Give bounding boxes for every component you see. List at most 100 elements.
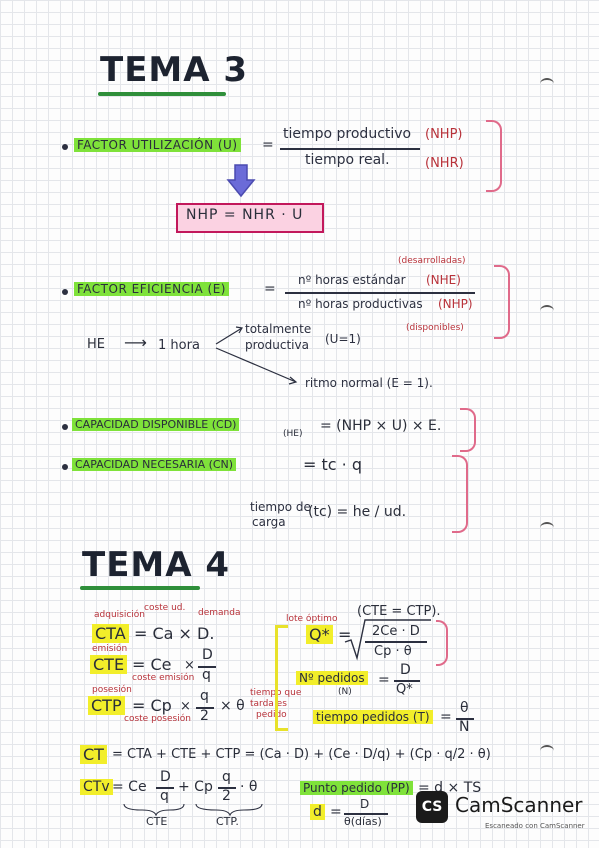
tc-label-a: tiempo de [250,500,311,514]
q-frac-num: 2Ce · D [372,624,420,639]
tema3-title: TEMA 3 [100,50,249,90]
fe-numerator: nº horas estándar [298,273,406,287]
note-cte-ctp: (CTE = CTP). [357,604,441,619]
ctv-label: CTv [80,779,113,795]
q-label: Q* [306,625,333,644]
tp-frac-num: θ [460,700,469,716]
note-coste-emision: coste emisión [132,673,195,683]
np-fraction-line [394,680,420,682]
ctp-frac-den: 2 [200,708,209,724]
fe-numerator-abbr: (NHE) [426,273,461,287]
note-coste-ud: coste ud. [144,603,186,613]
he-branch1-a: totalmente [245,322,312,336]
np-sub: (N) [338,687,352,697]
fe-eq: = [264,281,276,297]
binder-hole-4 [540,745,554,757]
note-posesion: posesión [92,685,132,695]
fu-bracket [486,120,502,192]
ctv-frac2-den: 2 [222,788,231,804]
he-branch2: ritmo normal (E = 1). [305,376,433,390]
cd-label: CAPACIDAD DISPONIBLE (CD) [72,418,240,431]
tema4-title-underline [80,586,200,590]
ctp-x1: × [180,699,191,714]
fu-label: FACTOR UTILIZACIÓN (U) [74,138,241,152]
ct-formula: = CTA + CTE + CTP = (Ca · D) + (Ce · D/q… [112,747,491,762]
cte-fraction-line [198,666,216,668]
ctv-frac1-num: D [160,769,171,785]
fe-note-bottom: (disponibles) [406,323,464,333]
fu-denominator-abbr: (NHR) [425,156,464,171]
cte-frac-num: D [202,647,213,663]
q-bracket [436,620,448,666]
cte-frac-den: q [202,667,211,683]
binder-hole-2 [540,305,554,317]
fu-fraction-line [280,148,420,150]
note-tiempo-b: tarda es [250,699,287,709]
fe-denominator-abbr: (NHP) [438,297,473,311]
he-branch-lines [215,326,298,385]
ctv-plus: + Cp [178,779,213,795]
ctv-frac2-num: q [222,769,231,785]
ctv-braces [123,803,263,816]
cte-label: CTE [90,655,128,674]
down-arrow-icon [226,164,256,198]
fe-note-top: (desarrolladas) [398,256,466,266]
bullet-cd [62,424,68,430]
tp-frac-den: N [459,719,470,735]
note-emision: emisión [92,644,128,654]
ctv-eq: = Ce [112,779,147,795]
ctp-label: CTP [88,696,125,715]
he-one-hour: 1 hora [158,338,200,353]
ctv-frac1-den: q [160,788,169,804]
note-lote: lote óptimo [286,614,338,624]
cn-label: CAPACIDAD NECESARIA (CN) [72,458,237,471]
formula-box [176,203,324,233]
tema4-title: TEMA 4 [82,545,231,585]
tc-label-b: carga [252,515,286,529]
ctp-frac-num: q [200,688,209,704]
binder-hole-1 [540,78,554,90]
cd-bracket [460,408,476,452]
d-frac-den: θ(días) [344,815,382,828]
ctv-frac1-line [156,787,174,789]
np-frac-den: Q* [396,682,413,697]
pp-label: Punto pedido (PP) [300,781,413,795]
cta-formula: = Ca × D. [134,624,215,643]
d-label: d [310,804,325,820]
ct-label: CT [80,745,107,764]
cte-formula-x: × [184,658,195,673]
fe-label: FACTOR EFICIENCIA (E) [74,282,229,296]
he-branch1-c: (U=1) [325,332,361,346]
cn-bracket [452,455,468,533]
formula-box-text: NHP = NHR · U [186,207,304,223]
cn-formula: = tc · q [303,455,362,474]
binder-hole-3 [540,522,554,534]
tp-label: tiempo pedidos (T) [313,710,433,724]
q-frac-den: Cp · θ [374,644,412,659]
fu-numerator-abbr: (NHP) [425,127,463,142]
he-label: HE [87,337,105,352]
note-tiempo-c: pedido [256,710,287,720]
tema3-title-underline [98,92,226,96]
ctv-brace1: CTE [146,815,168,828]
bullet-cn [62,464,68,470]
np-eq: = [378,672,390,688]
bullet-fu [62,144,68,150]
ctp-formula-b: × θ [220,698,245,714]
he-branch1-b: productiva [245,338,309,352]
cd-formula: = (NHP × U) × E. [320,418,442,434]
camscanner-brand: CamScanner [455,793,583,817]
fu-denominator: tiempo real. [305,152,390,168]
ctp-fraction-line [196,707,214,709]
d-frac-num: D [360,797,370,811]
fu-numerator: tiempo productivo [283,126,412,142]
cta-label: CTA [92,624,129,643]
d-fraction-line [344,813,388,815]
tc-formula: (tc) = he / ud. [308,504,407,520]
np-frac-num: D [400,662,411,678]
fu-eq: = [262,137,274,153]
ctv-end: · θ [240,779,258,795]
tp-eq: = [440,709,452,725]
sqrt-icon [344,619,431,661]
camscanner-logo-icon: CS [416,791,448,823]
